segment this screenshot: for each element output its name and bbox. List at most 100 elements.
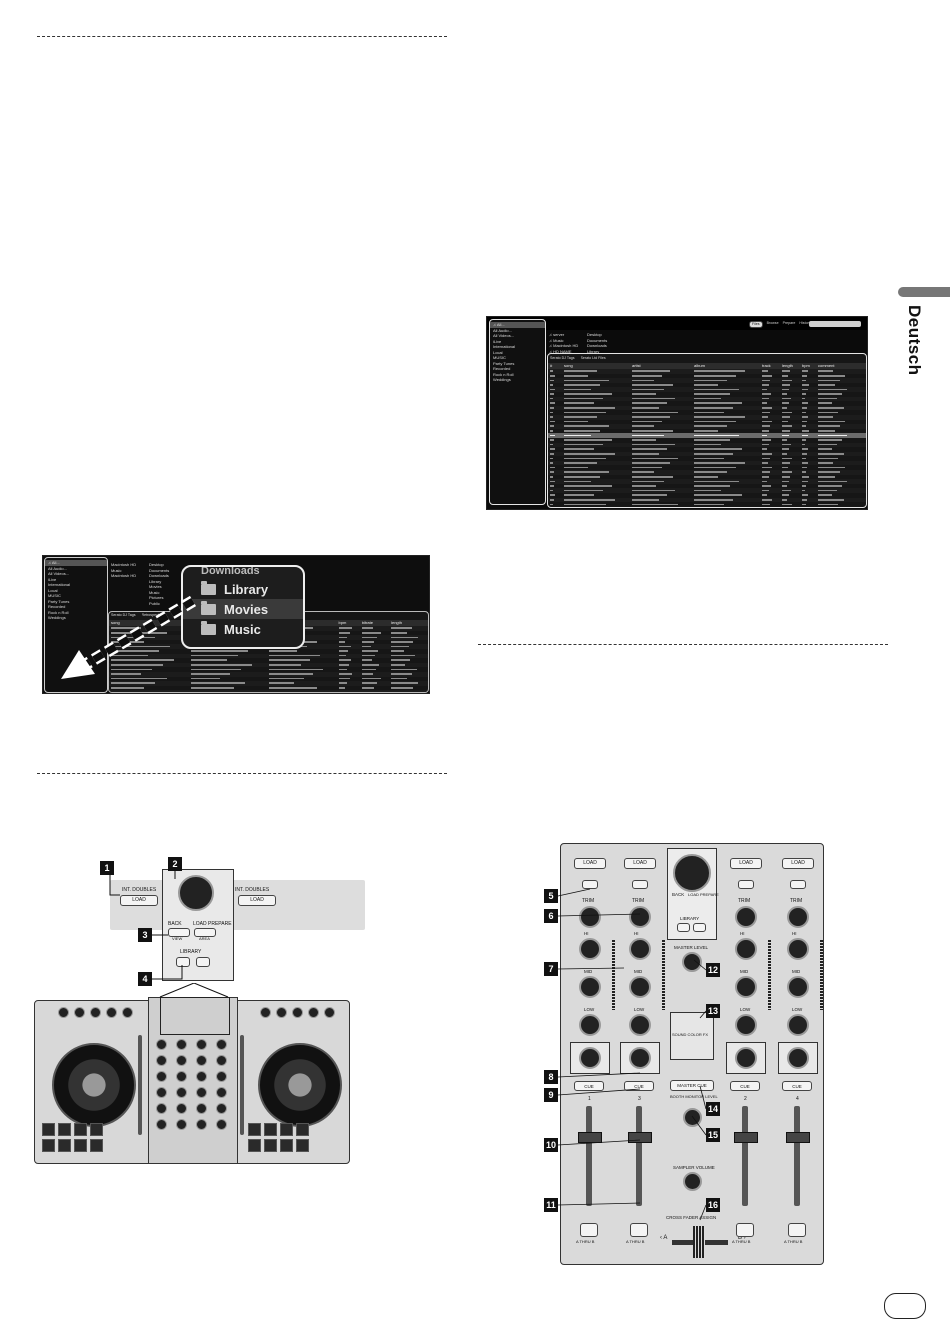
table-row[interactable] xyxy=(548,405,866,411)
channel-fader-track[interactable] xyxy=(742,1106,748,1206)
eq-knob[interactable] xyxy=(176,1071,187,1082)
table-row[interactable] xyxy=(548,506,866,507)
tab-serato-ltd-files[interactable]: Serato Ltd Files xyxy=(580,356,606,360)
table-row[interactable] xyxy=(109,681,428,686)
channel-fader-track[interactable] xyxy=(794,1106,800,1206)
master-level-knob[interactable] xyxy=(682,952,702,972)
table-row[interactable] xyxy=(548,401,866,406)
low-eq-knob[interactable] xyxy=(787,1014,809,1036)
input-select-switch[interactable] xyxy=(790,880,806,889)
crate-item[interactable]: All Audio... xyxy=(493,327,512,333)
browser-item[interactable]: Library xyxy=(587,348,600,354)
crate-item[interactable]: iLive xyxy=(493,338,502,344)
master-cue-button[interactable]: MASTER CUE xyxy=(670,1080,714,1091)
tempo-slider[interactable] xyxy=(240,1035,244,1135)
table-row[interactable] xyxy=(548,433,866,438)
hi-eq-knob[interactable] xyxy=(629,938,651,960)
table-row[interactable] xyxy=(548,374,866,379)
column-header[interactable]: length xyxy=(782,363,793,368)
browser-item[interactable]: ♫ Music xyxy=(549,337,564,343)
table-row[interactable] xyxy=(548,447,866,452)
eq-knob[interactable] xyxy=(196,1055,207,1066)
table-row[interactable] xyxy=(109,662,428,668)
column-header[interactable]: album xyxy=(694,363,705,368)
input-select-switch[interactable] xyxy=(738,880,754,889)
crate-item[interactable]: iLive xyxy=(48,576,57,582)
crate-item[interactable]: ♫ All... xyxy=(490,322,545,328)
browse-rotary-selector[interactable] xyxy=(178,875,214,911)
eq-knob[interactable] xyxy=(156,1071,167,1082)
column-header[interactable]: song xyxy=(111,620,120,625)
table-row[interactable] xyxy=(548,429,866,434)
eq-knob[interactable] xyxy=(176,1119,187,1130)
table-row[interactable] xyxy=(548,396,866,402)
performance-pad[interactable] xyxy=(58,1139,71,1152)
table-row[interactable] xyxy=(548,479,866,484)
crate-item[interactable]: International xyxy=(493,344,516,349)
tab-serato-dj-tags[interactable]: Serato DJ Tags xyxy=(550,356,575,360)
column-header[interactable]: song xyxy=(564,363,573,368)
prepare-button[interactable]: Prepare xyxy=(782,321,796,325)
table-row[interactable] xyxy=(548,414,866,420)
channel-fader-cap[interactable] xyxy=(786,1132,810,1143)
table-row[interactable] xyxy=(109,677,428,682)
browser-item[interactable]: Macintosh HD xyxy=(111,562,137,567)
table-row[interactable] xyxy=(548,424,866,429)
fx-knob[interactable] xyxy=(324,1007,335,1018)
table-row[interactable] xyxy=(548,383,866,388)
eq-knob[interactable] xyxy=(176,1039,187,1050)
trim-knob[interactable] xyxy=(579,906,601,928)
table-row[interactable] xyxy=(548,451,866,457)
performance-pad[interactable] xyxy=(248,1139,261,1152)
crate-item[interactable]: Party Tunes xyxy=(493,360,515,366)
table-row[interactable] xyxy=(548,465,866,470)
eq-knob[interactable] xyxy=(156,1039,167,1050)
tab-serato-dj-tags-small[interactable]: Serato DJ Tags xyxy=(111,613,136,617)
channel-fader-cap[interactable] xyxy=(628,1132,652,1143)
crossfader-cap[interactable] xyxy=(693,1226,705,1258)
fx-knob[interactable] xyxy=(106,1007,117,1018)
table-row[interactable] xyxy=(548,484,866,489)
performance-pad[interactable] xyxy=(58,1123,71,1136)
eq-knob[interactable] xyxy=(156,1055,167,1066)
table-row[interactable] xyxy=(548,442,866,448)
fx-knob[interactable] xyxy=(122,1007,133,1018)
crate-item[interactable]: Recorded xyxy=(493,366,511,371)
performance-pad[interactable] xyxy=(296,1123,309,1136)
performance-pad[interactable] xyxy=(42,1139,55,1152)
table-row[interactable] xyxy=(109,653,428,659)
eq-knob[interactable] xyxy=(156,1103,167,1114)
mid-eq-knob[interactable] xyxy=(579,976,601,998)
files-button[interactable]: Files xyxy=(749,321,763,328)
booth-monitor-knob[interactable] xyxy=(683,1108,702,1127)
mid-eq-knob[interactable] xyxy=(629,976,651,998)
performance-pad[interactable] xyxy=(74,1139,87,1152)
performance-pad[interactable] xyxy=(90,1123,103,1136)
browse-rotary-selector-mixer[interactable] xyxy=(673,854,711,892)
table-row[interactable] xyxy=(548,502,866,507)
mid-eq-knob[interactable] xyxy=(735,976,757,998)
hi-eq-knob[interactable] xyxy=(787,938,809,960)
load-button-mixer[interactable]: LOAD xyxy=(782,858,814,869)
browser-item[interactable]: ♫ server xyxy=(549,332,565,337)
eq-knob[interactable] xyxy=(176,1087,187,1098)
filter-knob[interactable] xyxy=(735,1047,757,1069)
cue-button[interactable]: CUE xyxy=(782,1081,812,1091)
table-row[interactable] xyxy=(548,378,866,383)
eq-knob[interactable] xyxy=(176,1103,187,1114)
eq-knob[interactable] xyxy=(216,1103,227,1114)
load-button-mixer[interactable]: LOAD xyxy=(624,858,656,869)
cue-button[interactable]: CUE xyxy=(730,1081,760,1091)
column-header[interactable]: track xyxy=(762,363,771,368)
performance-pad[interactable] xyxy=(90,1139,103,1152)
column-header[interactable]: comment xyxy=(818,363,835,368)
zoom-item-movies[interactable]: Movies xyxy=(183,599,303,619)
browser-item[interactable]: Desktop xyxy=(149,562,164,567)
table-row[interactable] xyxy=(548,456,866,461)
crate-item[interactable]: Recorded xyxy=(48,604,66,609)
browser-item[interactable]: Library xyxy=(149,578,162,584)
column-header[interactable]: length xyxy=(391,620,402,625)
performance-pad[interactable] xyxy=(248,1123,261,1136)
channel-fader-track[interactable] xyxy=(586,1106,592,1206)
crate-item[interactable]: Weddings xyxy=(493,377,511,382)
